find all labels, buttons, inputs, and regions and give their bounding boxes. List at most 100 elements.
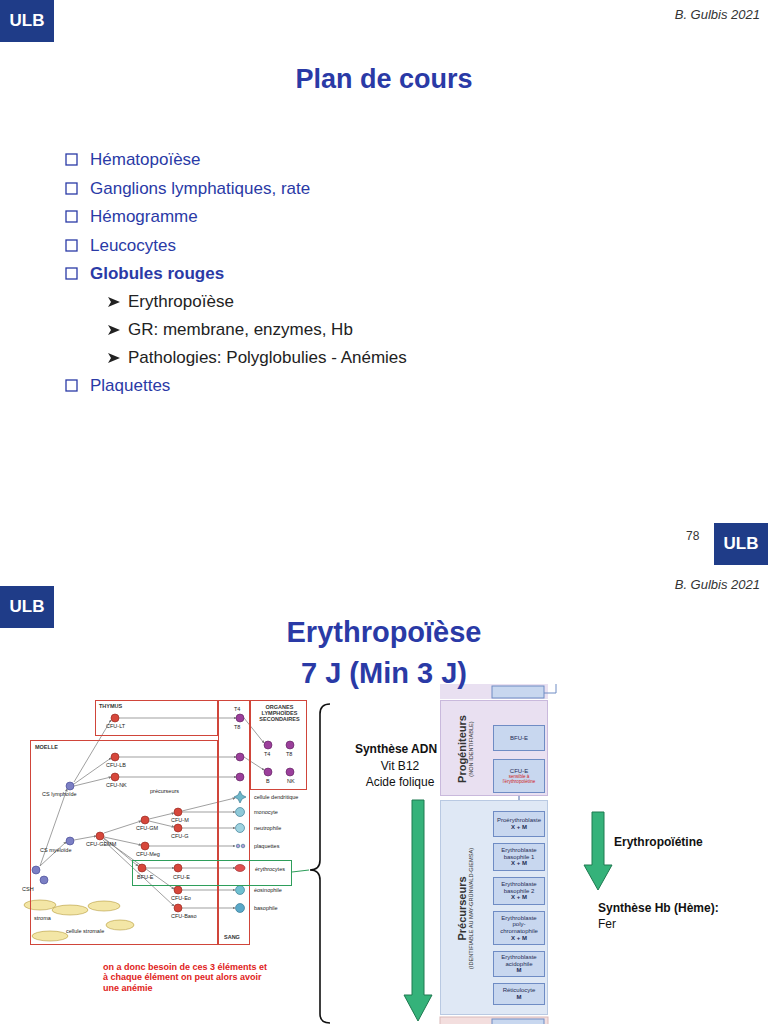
text-label: Fer [598,918,616,932]
stem-cell [40,876,48,884]
progenitor-cell [96,832,104,840]
highlight-link [292,870,309,872]
text-label: GR: membrane, enzymes, Hb [128,320,353,340]
text-label: Hématopoïèse [90,150,201,170]
text-label: basophile [254,905,278,911]
lineage-line [182,798,235,811]
square-bullet [66,380,77,391]
text-label: stroma [34,915,51,921]
eosinophil-cell [236,886,245,895]
stroma-cell [32,931,68,941]
progenitor-cell [174,886,182,894]
text-label: CFU-GEMM [86,841,116,847]
text-label: plaquettes [254,843,279,849]
band-fragment [440,1017,548,1024]
lineage-line [74,836,96,840]
text-label: CFU-LT [106,723,125,729]
node-text: Erythroblaste poly-chromatophile [496,915,542,935]
node-text: BFU-E [137,874,154,880]
progenitor-cell [174,808,182,816]
platelet [241,844,245,848]
node-text: ULB [724,534,759,554]
text-label: cellule stromale [66,928,104,934]
arrow-bullet [108,325,120,335]
text-label: T8 [286,751,292,757]
node-text: Précurseurs [456,876,468,940]
square-bullet [66,240,77,251]
stroma-cells [24,900,134,941]
curly-brace [310,704,330,1023]
lymphocyte [236,773,244,781]
text-label: CFU-NK [106,782,127,788]
diagram-node: ULB [0,586,54,628]
text-label: T4 [234,706,240,712]
text-label: CFU-LB [106,762,126,768]
lineage-line [104,821,141,833]
lymphocyte [264,741,272,749]
node-text: SANG [224,934,240,940]
square-bullet [66,183,77,194]
erythrocyte-cell [235,865,245,872]
lymphocytes [236,714,294,781]
cell-box-fragment [492,1019,544,1024]
text-label: Ganglions lymphatiques, rate [90,179,310,199]
green-down-arrow [584,812,612,890]
text-label: CSH [22,886,34,892]
monocyte-cell [236,808,245,817]
lineage-line [182,868,235,869]
text-label: Erythropoïèse [287,616,482,649]
node-text: ULB [10,597,45,617]
node-text: Erythroblaste acidophile [496,954,542,967]
progenitor-cell [138,864,146,872]
lineage-line [40,842,66,866]
text-label: Erythropoïèse [128,292,234,312]
text-label: CFU-Meg [136,851,160,857]
lineage-lines [40,718,264,908]
lineage-line [182,812,235,813]
diagram-node: BFU-E CFU-E érythrocytes [132,860,292,886]
progenitor-cell [174,824,182,832]
text-label: T8 [234,724,240,730]
text-label: éosinophile [254,887,282,893]
diagram-node: Erythroblaste basophile 2X + M [493,877,545,905]
neutrophil-cell [236,824,245,833]
text-label: 78 [686,530,699,544]
node-text: X + M [496,935,542,942]
text-label: B [266,778,270,784]
diagram-node: ProérythroblasteX + M [493,811,545,837]
diagram-node: ULB [0,0,54,42]
arrow-bullet [108,353,120,363]
node-text: Erythroblaste basophile 1 [496,847,542,860]
node-text: érythrocytes [255,866,285,872]
diagram-node: THYMUS [95,700,218,736]
diagram-node: ULB [714,523,768,565]
lineage-line [182,908,235,909]
node-text: X + M [496,860,542,867]
lineage-line [74,758,111,784]
text-label: cellule dendritique [254,794,298,800]
stem-cell [66,837,74,845]
diagram-node: RéticulocyteM [493,983,545,1005]
text-label: CFU-GM [136,825,158,831]
lineage-line [74,777,111,786]
node-text: Réticulocyte [496,987,542,994]
stem-cell [66,782,74,790]
arrow-bullet [108,297,120,307]
text-label: NK [287,778,295,784]
stem-cell [32,866,40,874]
lymphocyte [236,753,244,761]
text-label: Globules rouges [90,264,224,284]
lineage-line [146,868,174,869]
node-text: (NON IDENTIFIABLE) [468,721,474,776]
text-label: CS myéloïde [40,847,72,853]
lymphocyte [286,768,294,776]
stroma-cell [88,901,120,911]
connector-fragment [544,684,556,693]
text-label: B. Gulbis 2021 [675,578,760,593]
text-label: CFU-M [171,817,189,823]
node-text: CFU-E [173,874,190,880]
stroma-cell [106,920,134,930]
cell-box-fragment [492,686,544,698]
node-text: Erythroblaste basophile 2 [496,881,542,894]
node-text: ORGANES LYMPHOÏDES SECONDAIRES [253,704,306,722]
